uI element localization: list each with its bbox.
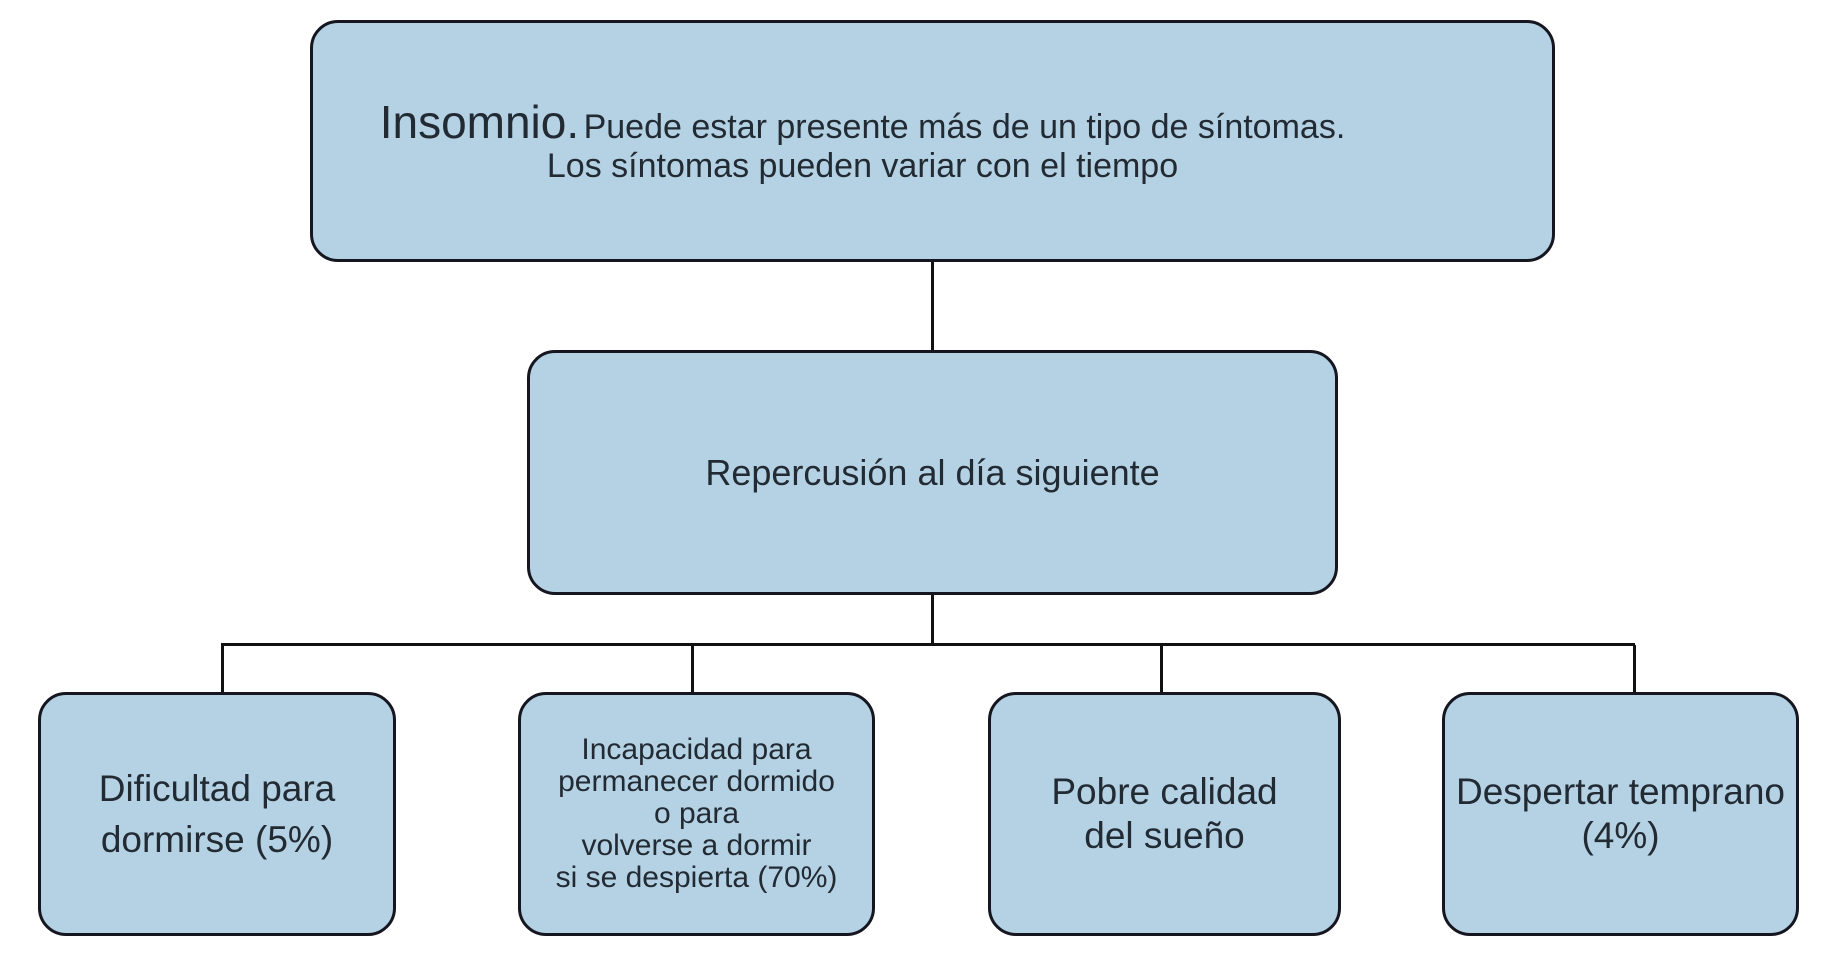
leaf2-line5: si se despierta (70%)	[555, 861, 838, 895]
node-insomnio: Insomnio. Puede estar presente más de un…	[310, 20, 1555, 262]
node-despertar-temprano: Despertar temprano (4%)	[1442, 692, 1799, 936]
leaf1-line1: Dificultad para	[98, 767, 336, 809]
node-repercusion: Repercusión al día siguiente	[527, 350, 1338, 595]
node-insomnio-line1: Insomnio. Puede estar presente más de un…	[313, 97, 1412, 148]
leaf4-line1: Despertar temprano	[1455, 770, 1786, 812]
node-insomnio-line2: Los síntomas pueden variar con el tiempo	[546, 146, 1179, 185]
connector-branch-4	[1633, 645, 1636, 692]
node-insomnio-title: Insomnio.	[379, 96, 580, 148]
connector-branch-2	[691, 645, 694, 692]
leaf2-line3: o para	[653, 796, 740, 830]
leaf3-line2: del sueño	[1084, 815, 1245, 856]
node-incapacidad-permanecer-dormido: Incapacidad para permanecer dormido o pa…	[518, 692, 875, 936]
connector-horizontal-bar	[221, 643, 1635, 646]
connector-middle-stem	[931, 595, 934, 644]
connector-top-to-middle	[931, 262, 934, 350]
connector-branch-1	[221, 645, 224, 692]
leaf4-line2: (4%)	[1581, 815, 1660, 856]
leaf2-line1: Incapacidad para	[581, 732, 812, 766]
node-pobre-calidad-sueno: Pobre calidad del sueño	[988, 692, 1341, 936]
node-insomnio-subtitle: Puede estar presente más de un tipo de s…	[583, 108, 1346, 146]
connector-branch-3	[1160, 645, 1163, 692]
node-dificultad-dormirse: Dificultad para dormirse (5%)	[38, 692, 396, 936]
leaf1-line2: dormirse (5%)	[100, 819, 334, 860]
leaf2-line4: volverse a dormir	[581, 829, 812, 863]
leaf3-line1: Pobre calidad	[1051, 770, 1278, 812]
node-repercusion-label: Repercusión al día siguiente	[705, 451, 1160, 493]
leaf2-line2: permanecer dormido	[558, 764, 835, 798]
node-insomnio-text: Insomnio. Puede estar presente más de un…	[313, 97, 1552, 185]
